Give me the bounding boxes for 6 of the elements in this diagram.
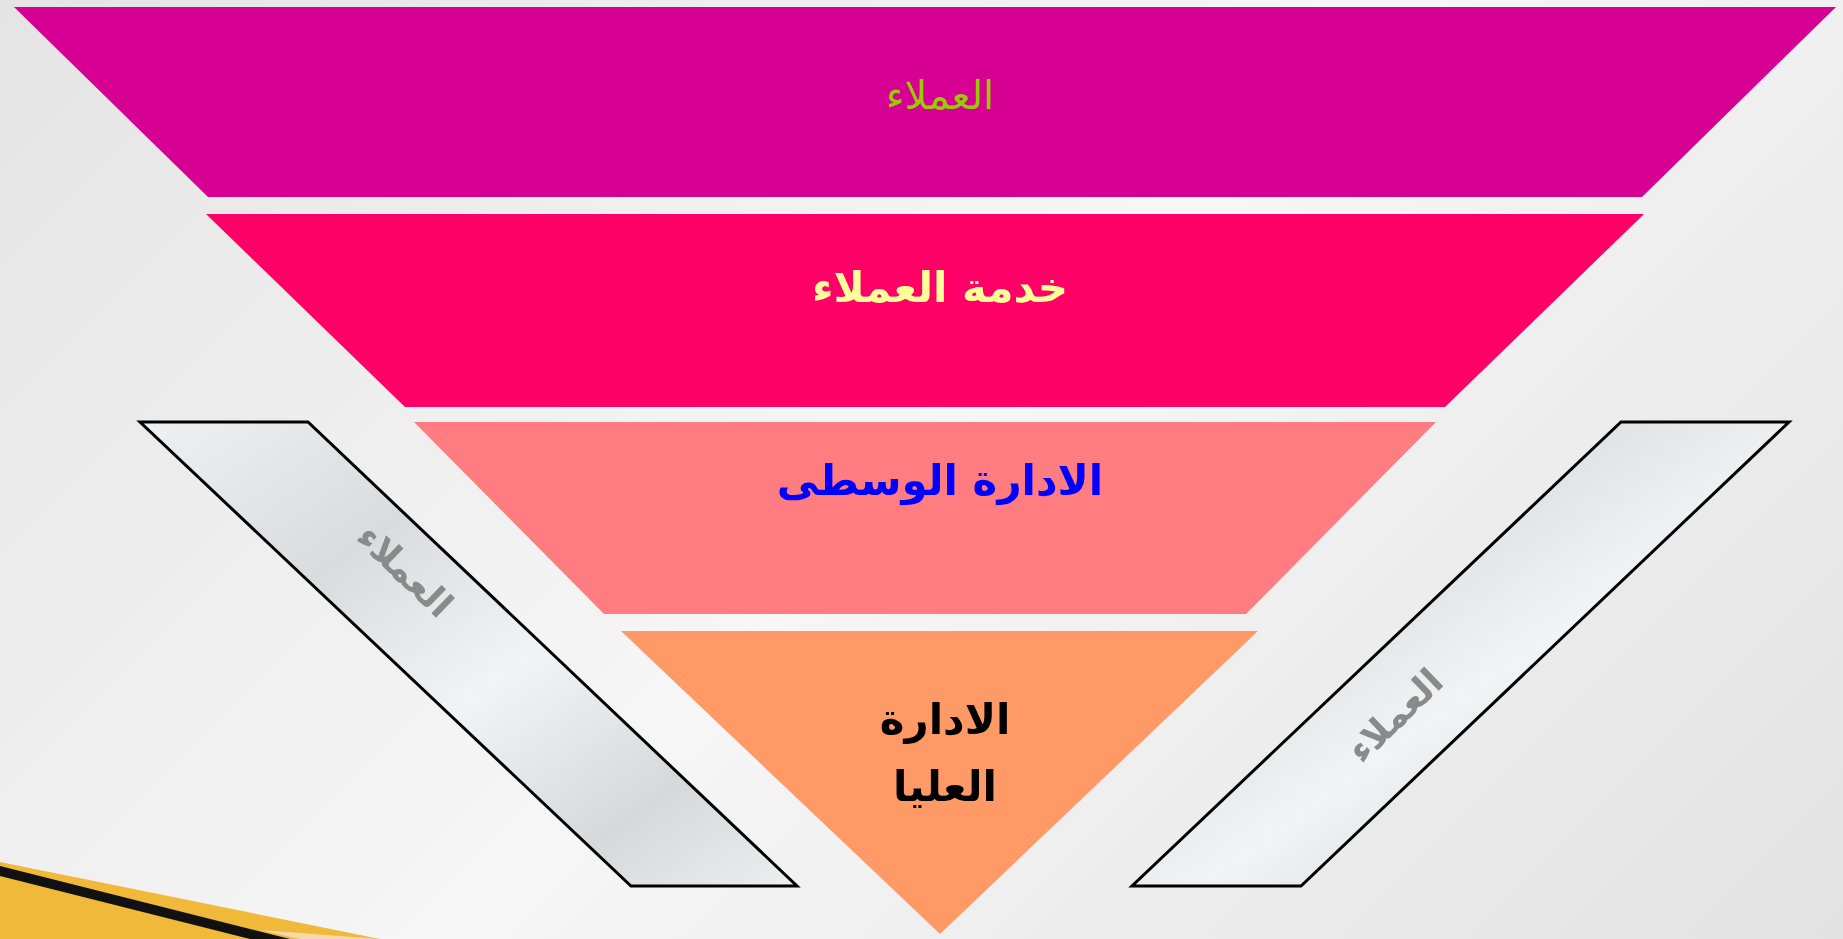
rotated-label: العملاء [1338,659,1452,773]
band-label: الادارة الوسطى [775,455,1105,505]
band-label: الادارة العليا [878,693,1012,813]
rotated-label: العملاء [348,514,462,628]
band-label: العملاء [884,72,996,118]
band-label: خدمة العملاء [811,262,1069,312]
